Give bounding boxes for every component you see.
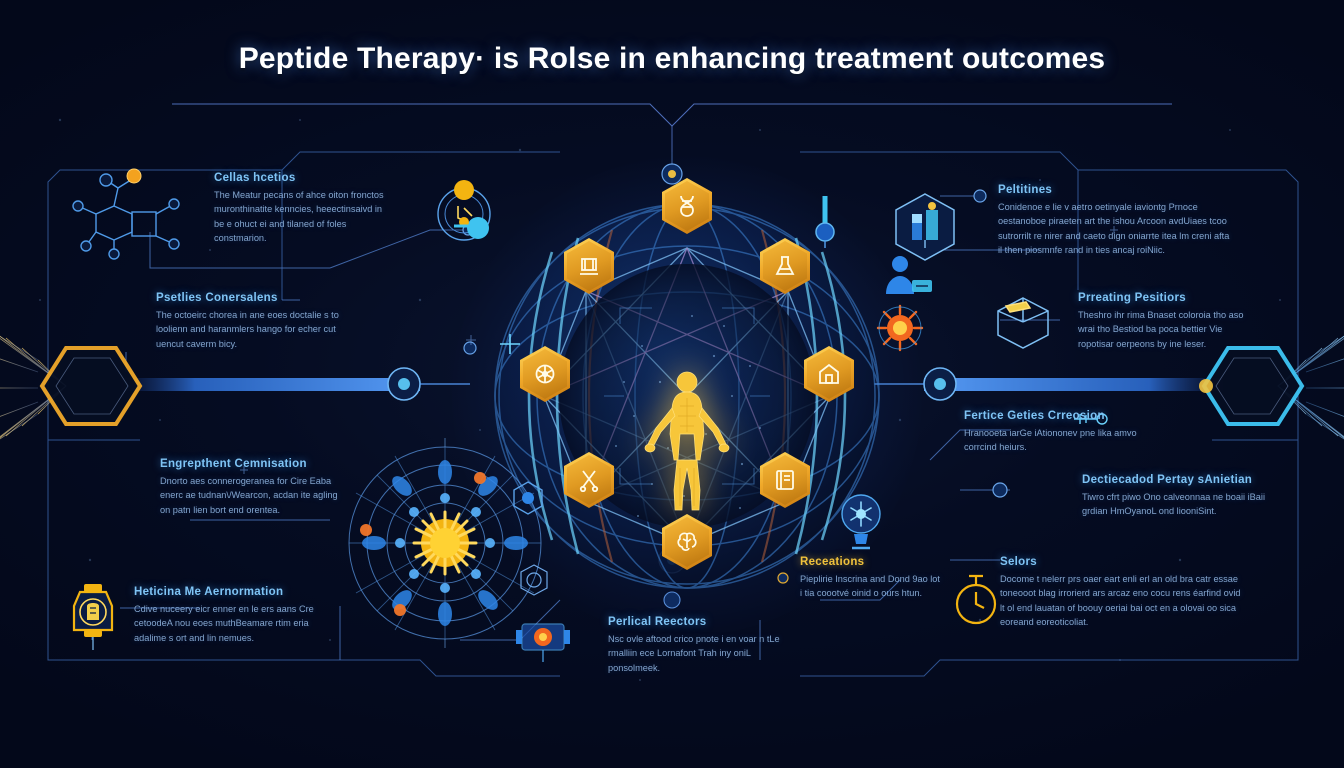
- card-heading: Psetlies Conersalens: [156, 292, 278, 304]
- page-title: Peptide Therapy· is Rolse in enhancing t…: [238, 42, 1106, 75]
- card-body: Tiwro cfrt piwo Ono calveonnaa ne boaii …: [1082, 492, 1265, 517]
- card-heading: Receations: [800, 556, 865, 568]
- hex-icon-home-cell[interactable]: [804, 346, 854, 402]
- atom-lamp-icon[interactable]: [832, 488, 890, 559]
- card-body: Pieplirie Inscrina and Dond 9ao lot i ti…: [800, 574, 940, 599]
- right-gate-spark: [1199, 379, 1213, 393]
- card-directional-pathway: Dectiecadod Pertay sAnietian Tiwro cfrt …: [1082, 474, 1278, 519]
- thermometer-icon[interactable]: [810, 190, 840, 255]
- stopwatch-icon[interactable]: [950, 570, 1002, 635]
- card-body: Theshro ihr rima Bnaset coloroia tho aso…: [1078, 310, 1244, 349]
- card-peripheral-receptors: Perlical Reectors Nsc ovle aftood crico …: [608, 616, 784, 675]
- card-medicine-administration: Heticina Me Aernormation Cdive nuceery e…: [134, 586, 330, 645]
- receptor-wheel-diagram: [338, 432, 553, 652]
- card-heading: Prreating Pesitiors: [1078, 292, 1186, 304]
- right-hex-gate: [1201, 346, 1305, 426]
- card-body: Dnorto aes connerogeranea for Cire Eaba …: [160, 476, 338, 515]
- right-frame-bracket: [800, 151, 1299, 677]
- measure-brackets: [604, 307, 770, 485]
- card-peptide-conversions: Psetlies Conersalens The octoeirc chorea…: [156, 292, 352, 351]
- card-peptides: Peltitines Conidenoe e lie v aetro oetin…: [998, 184, 1234, 257]
- card-engraftment-combination: Engrepthent Cemnisation Dnorto aes conne…: [160, 458, 346, 517]
- hex-icon-scissors-splice[interactable]: [564, 452, 614, 508]
- pill-capsule-icon[interactable]: [508, 478, 548, 523]
- wheel-receptors: [362, 460, 528, 626]
- lab-vials-hex-icon[interactable]: [890, 190, 960, 271]
- wheel-core-starburst: [412, 510, 478, 576]
- hex-icon-microscope[interactable]: [564, 238, 614, 294]
- card-sectors: Selors Docome t nelerr prs oaer eart enl…: [1000, 556, 1244, 629]
- card-peptide-series-creation: Fertice Geties Crreosion Hranooeta iarGe…: [964, 410, 1160, 455]
- hex-outline-icon[interactable]: [496, 330, 524, 363]
- hex-icon-brain-neuro[interactable]: [662, 514, 712, 570]
- human-body-figure: [644, 371, 730, 511]
- molecule-diagram-icon[interactable]: [56, 162, 196, 267]
- card-heading: Perlical Reectors: [608, 616, 707, 628]
- hex-icon-dna-strand[interactable]: [662, 178, 712, 234]
- card-body: The octoeirc chorea in ane eoes doctalie…: [156, 310, 339, 349]
- card-heading: Selors: [1000, 556, 1037, 568]
- hex-flower-icon[interactable]: [514, 560, 554, 605]
- cell-cluster-icon[interactable]: [512, 610, 574, 671]
- card-body: Hranooeta iarGe iAtiononev pne lika amvo…: [964, 428, 1137, 453]
- card-body: Conidenoe e lie v aetro oetinyale iavion…: [998, 202, 1230, 255]
- cube-box-icon[interactable]: [992, 292, 1054, 359]
- syringe-icon[interactable]: [1070, 404, 1110, 439]
- left-hex-gate: [39, 346, 143, 426]
- card-heading: Fertice Geties Crreosion: [964, 410, 1105, 422]
- card-cellular-receptors: Cellas hcetios The Meatur pecans of ahce…: [214, 172, 386, 245]
- virus-burst-icon[interactable]: [872, 300, 928, 361]
- medicine-jar-icon[interactable]: [62, 580, 124, 657]
- title-divider: [172, 103, 1172, 152]
- card-body: Nsc ovle aftood crico pnote i en voar n …: [608, 634, 780, 673]
- card-heading: Cellas hcetios: [214, 172, 296, 184]
- card-body: The Meatur pecans of ahce oiton fronctos…: [214, 190, 384, 243]
- card-body: Docome t nelerr prs oaer eart enli erl a…: [1000, 574, 1241, 627]
- page-title-wrap: Peptide Therapy· is Rolse in enhancing t…: [0, 42, 1344, 76]
- microscope-circle-icon[interactable]: [428, 176, 500, 253]
- left-energy-beam: [120, 378, 420, 391]
- left-portal: [0, 318, 178, 458]
- central-sphere: [452, 156, 922, 636]
- hex-icon-atom-node[interactable]: [520, 346, 570, 402]
- card-heading: Engrepthent Cemnisation: [160, 458, 307, 470]
- left-frame-bracket: [47, 151, 560, 677]
- right-portal: [1166, 318, 1344, 458]
- patient-bed-icon[interactable]: [880, 252, 936, 307]
- card-body: Cdive nuceery eicr enner en le ers aans …: [134, 604, 314, 643]
- right-energy-beam: [924, 378, 1224, 391]
- hex-icon-book-record[interactable]: [760, 452, 810, 508]
- card-preventing-positions: Prreating Pesitiors Theshro ihr rima Bna…: [1078, 292, 1250, 351]
- top-hub-core: [668, 170, 676, 178]
- card-heading: Heticina Me Aernormation: [134, 586, 284, 598]
- card-receptions: Receations Pieplirie Inscrina and Dond 9…: [800, 556, 942, 601]
- card-heading: Dectiecadod Pertay sAnietian: [1082, 474, 1253, 486]
- card-heading: Peltitines: [998, 184, 1053, 196]
- hex-icon-molecule-flask[interactable]: [760, 238, 810, 294]
- wheel-ligands: [360, 472, 486, 616]
